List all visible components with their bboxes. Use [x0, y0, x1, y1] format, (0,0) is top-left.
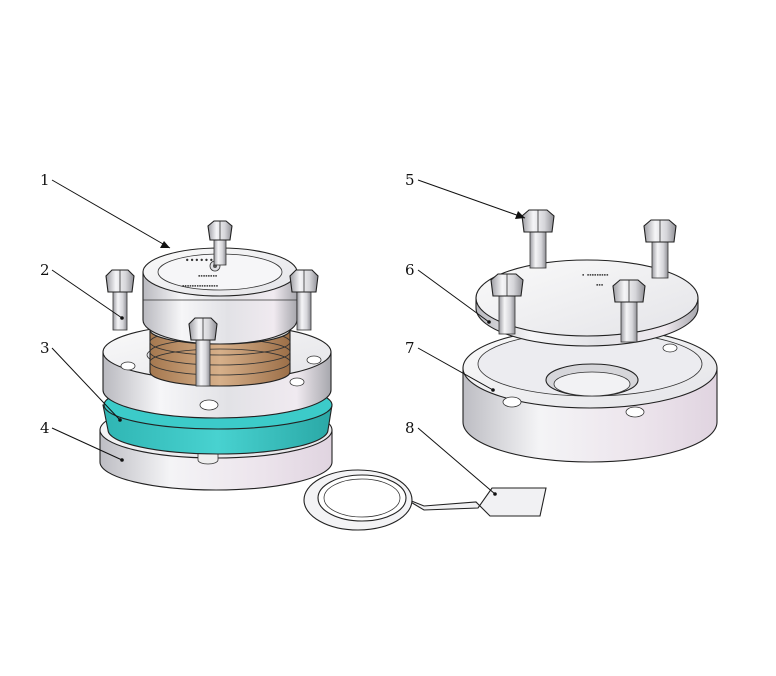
bolt-left [105, 269, 135, 331]
sensor-head: ● ● ● ● ● ● ● ▪▪▪▪▪▪▪▪ ▪▪▪▪▪▪▪▪▪▪▪▪▪▪▪ [142, 247, 298, 345]
left-assembly: ● ● ● ● ● ● ● ▪▪▪▪▪▪▪▪ ▪▪▪▪▪▪▪▪▪▪▪▪▪▪▪ [99, 220, 333, 491]
sensor-marking-top: ● ● ● ● ● ● ● [186, 257, 218, 262]
cover-plate: ▪ ▪▪▪▪▪▪▪▪▪ ▪▪▪ [475, 259, 699, 347]
callout-3: 3 [40, 339, 50, 357]
leader-1 [51, 179, 171, 249]
callout-8: 8 [405, 419, 415, 437]
spectacle-blind [303, 469, 547, 531]
bolt-right [289, 269, 319, 331]
callout-1: 1 [40, 171, 50, 189]
bolt-plate-front-right [612, 279, 646, 343]
callout-7: 7 [405, 339, 415, 357]
right-assembly: ▪ ▪▪▪▪▪▪▪▪▪ ▪▪▪ [462, 209, 718, 463]
callout-5: 5 [405, 171, 415, 189]
leader-6 [417, 269, 490, 323]
bolt-front [188, 317, 218, 387]
bolt-plate-back-right [643, 219, 677, 279]
bolt-back [207, 220, 233, 266]
leader-5 [417, 179, 526, 219]
plate-marking-2: ▪▪▪ [596, 282, 603, 287]
leader-4 [51, 427, 123, 461]
plate-marking-1: ▪ ▪▪▪▪▪▪▪▪▪ [582, 272, 609, 277]
bolt-plate-front-left [490, 273, 524, 335]
callout-4: 4 [40, 419, 50, 437]
leader-3 [51, 347, 121, 421]
sensor-marking-bottom: ▪▪▪▪▪▪▪▪▪▪▪▪▪▪▪ [182, 283, 218, 288]
callout-2: 2 [40, 261, 50, 279]
callout-6: 6 [405, 261, 415, 279]
leader-lines [51, 179, 526, 496]
leader-2 [51, 269, 123, 319]
callout-numbers: 1 2 3 4 5 6 7 8 [40, 171, 415, 437]
leader-8 [417, 427, 496, 495]
bolt-plate-back-left [521, 209, 555, 269]
leader-7 [417, 347, 494, 391]
sensor-marking-mid: ▪▪▪▪▪▪▪▪ [198, 273, 217, 278]
base-ring [462, 327, 718, 463]
